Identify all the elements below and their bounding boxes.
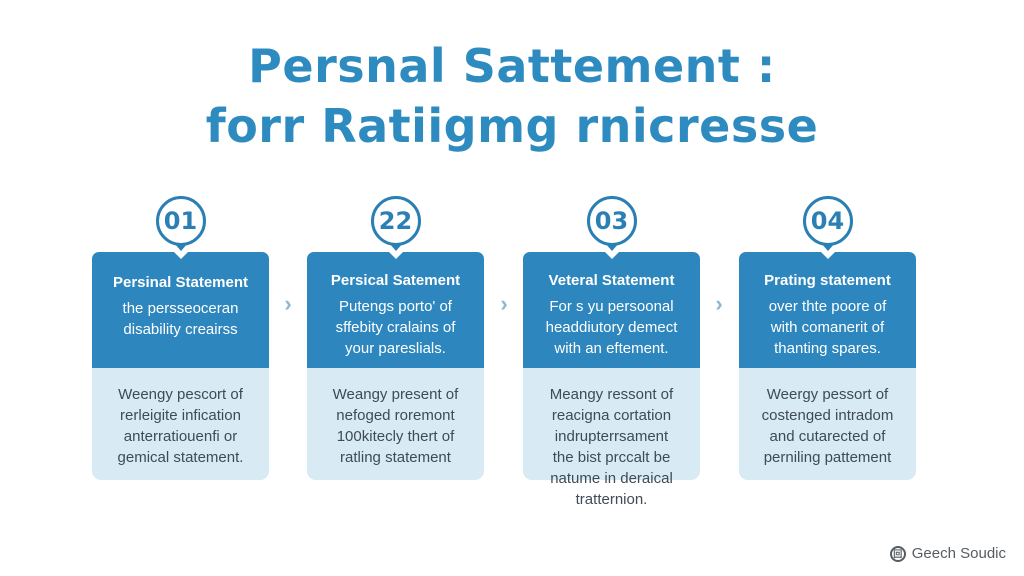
description-line: indrupterrsament: [554, 428, 669, 445]
card-text-line: thanting spares.: [774, 340, 881, 357]
description-line: tratternion.: [575, 491, 648, 508]
step-number-badge: 04: [802, 196, 853, 246]
title-line-1: Persnal Sattement :: [248, 39, 776, 93]
description-line: the bist prccalt be: [552, 449, 671, 466]
card-description: Meangy ressont of reacigna cortation ind…: [523, 368, 700, 508]
description-line: 100kitecly thert of: [336, 428, 455, 445]
card-description: Weengy pescort of rerleigite infication …: [92, 368, 269, 480]
card-header: Persical Satement Putengs porto' of sffe…: [307, 252, 484, 368]
card-text-line: over thte poore of: [768, 298, 887, 315]
chevron-right-icon: ›: [284, 291, 292, 316]
step-number-badge: 22: [370, 196, 421, 246]
card-heading: Prating statement: [764, 272, 891, 289]
card-text-line: the persseoceran: [122, 300, 239, 317]
card-description: Weangy present of nefoged roremont 100ki…: [307, 368, 484, 480]
description-line: gemical statement.: [117, 449, 244, 466]
card-heading: Veteral Statement: [548, 272, 675, 289]
description-line: perniling pattement: [763, 449, 892, 466]
badge-pointer: [604, 243, 619, 251]
card-text-line: headdiutory demect: [545, 319, 678, 336]
card-text-line: your pareslials.: [345, 340, 446, 357]
card-heading: Persinal Statement: [112, 274, 249, 291]
card-text-line: Putengs porto' of: [339, 298, 452, 315]
card-header: Prating statement over thte poore of wit…: [739, 252, 916, 368]
description-line: Weergy pessort of: [766, 386, 889, 403]
description-line: rerleigite infication: [120, 407, 241, 424]
badge-pointer: [820, 243, 835, 251]
card-text-line: For s yu persoonal: [549, 298, 674, 315]
step-number-badge: 01: [155, 196, 206, 246]
brand-logo-icon: 回: [889, 545, 906, 562]
card-header: Veteral Statement For s yu persoonal hea…: [523, 252, 700, 368]
title-line-2: forr Ratiigmg rnicresse: [205, 99, 819, 153]
footer-brand: 回 Geech Soudic: [889, 545, 1006, 562]
description-line: natume in deraical: [550, 470, 673, 487]
description-line: reacigna cortation: [551, 407, 672, 424]
card-text-line: with an eftement.: [554, 340, 669, 357]
description-line: and cutarected of: [769, 428, 886, 445]
badge-pointer: [173, 243, 188, 251]
description-line: Weangy present of: [332, 386, 459, 403]
description-line: nefoged roremont: [336, 407, 455, 424]
description-line: anterratiouenfi or: [123, 428, 238, 445]
card-header: Persinal Statement the persseoceran disa…: [92, 252, 269, 368]
badge-pointer: [388, 243, 403, 251]
card-text-line: sffebity cralains of: [335, 319, 456, 336]
description-line: Meangy ressont of: [549, 386, 674, 403]
chevron-right-icon: ›: [500, 291, 508, 316]
card-text-line: with comanerit of: [770, 319, 885, 336]
description-line: costenged intradom: [761, 407, 894, 424]
card-heading: Persical Satement: [330, 272, 461, 289]
chevron-right-icon: ›: [715, 291, 723, 316]
description-line: ratling statement: [340, 449, 451, 466]
card-text-line: disability creairss: [123, 321, 238, 338]
card-description: Weergy pessort of costenged intradom and…: [739, 368, 916, 480]
page-title: Persnal Sattement : forr Ratiigmg rnicre…: [0, 36, 1024, 156]
brand-label: Geech Soudic: [911, 545, 1006, 562]
description-line: Weengy pescort of: [118, 386, 243, 403]
step-number-badge: 03: [586, 196, 637, 246]
